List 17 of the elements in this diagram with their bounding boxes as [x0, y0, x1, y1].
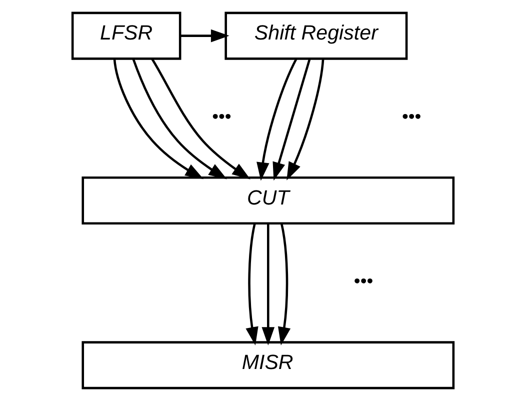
arrow	[245, 223, 258, 346]
node-box: LFSR	[70, 12, 181, 60]
arrow	[261, 224, 274, 346]
node-box: MISR	[81, 341, 454, 390]
label: •••	[401, 106, 421, 126]
label: •••	[212, 106, 231, 126]
arrow	[132, 58, 226, 180]
arrow	[180, 29, 229, 42]
arrow	[150, 58, 250, 180]
label: •••	[353, 270, 373, 292]
arrow	[272, 58, 310, 181]
arrow	[286, 58, 324, 180]
node-box: Shift Register	[224, 12, 408, 60]
arrow	[277, 223, 290, 346]
node-box: CUT	[81, 176, 454, 225]
arrow	[112, 58, 204, 180]
arrow	[256, 58, 297, 181]
